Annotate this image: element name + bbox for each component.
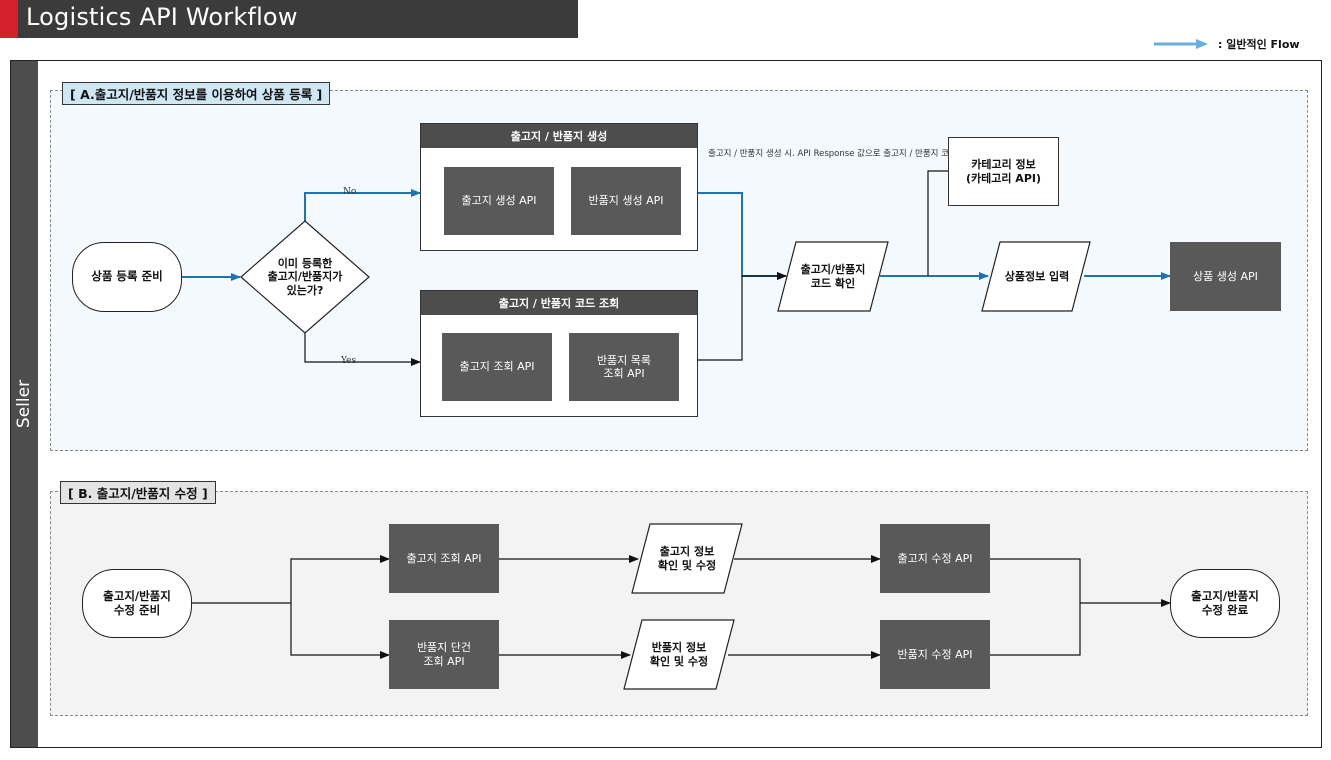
lookup-return-api-box: 반품지 목록 조회 API bbox=[569, 333, 679, 401]
section-b-label: [ B. 출고지/반품지 수정 ] bbox=[60, 481, 216, 504]
decision-diamond bbox=[240, 220, 370, 334]
page-title: Logistics API Workflow bbox=[26, 3, 298, 31]
edge-no bbox=[304, 189, 421, 221]
lookup-shipping-api-box: 출고지 조회 API bbox=[442, 333, 552, 401]
b-top-check-label: 출고지 정보 확인 및 수정 bbox=[657, 545, 717, 572]
edge-lookup-check bbox=[698, 276, 743, 361]
edge-no-label: No bbox=[343, 187, 357, 197]
b-end-terminal: 출고지/반품지 수정 완료 bbox=[1170, 569, 1280, 638]
legend-label: : 일반적인 Flow bbox=[1218, 38, 1300, 51]
b-lookup-return-api-box: 반품지 단건 조회 API bbox=[389, 620, 499, 689]
create-shipping-api-box: 출고지 생성 API bbox=[444, 167, 554, 235]
lookup-group-title: 출고지 / 반품지 코드 조회 bbox=[421, 291, 697, 315]
edge-create-check bbox=[698, 192, 787, 280]
swimlane-header bbox=[11, 61, 38, 747]
b-lookup-shipping-api-box: 출고지 조회 API bbox=[389, 524, 499, 593]
title-bar bbox=[0, 0, 578, 38]
edge-yes-label: Yes bbox=[341, 356, 357, 366]
create-return-api-box: 반품지 생성 API bbox=[571, 167, 681, 235]
create-product-api-box: 상품 생성 API bbox=[1170, 242, 1281, 311]
edge-yes bbox=[304, 333, 421, 366]
check-code-label: 출고지/반품지 코드 확인 bbox=[800, 263, 866, 290]
b-start-terminal: 출고지/반품지 수정 준비 bbox=[82, 569, 192, 638]
edge-category bbox=[927, 170, 948, 276]
check-code-shape bbox=[777, 241, 889, 312]
product-input-label: 상품정보 입력 bbox=[1004, 269, 1070, 283]
section-a-label: [ A.출고지/반품지 정보를 이용하여 상품 등록 ] bbox=[62, 82, 331, 105]
edge-b-top bbox=[290, 555, 390, 603]
legend-arrow-icon bbox=[1154, 39, 1208, 49]
b-update-return-api-box: 반품지 수정 API bbox=[880, 620, 990, 689]
swimlane-frame bbox=[10, 60, 1322, 748]
api-response-note: 출고지 / 반품지 생성 시. API Response 값으로 출고지 / 반… bbox=[708, 149, 976, 159]
edge-b-bottom bbox=[290, 603, 390, 659]
create-group-title: 출고지 / 반품지 생성 bbox=[421, 124, 697, 148]
top-check-shape bbox=[631, 523, 743, 594]
product-input-shape bbox=[981, 241, 1091, 312]
edge-b-top-end bbox=[990, 558, 1081, 603]
bottom-check-shape bbox=[623, 619, 735, 690]
b-update-shipping-api-box: 출고지 수정 API bbox=[880, 524, 990, 593]
title-accent bbox=[0, 0, 18, 38]
decision-label: 이미 등록한 출고지/반품지가 있는가? bbox=[267, 257, 343, 297]
start-terminal: 상품 등록 준비 bbox=[72, 242, 182, 312]
category-info-box: 카테고리 정보 (카테고리 API) bbox=[948, 137, 1059, 206]
b-bottom-check-label: 반품지 정보 확인 및 수정 bbox=[649, 641, 709, 668]
edge-b-bottom-end bbox=[990, 603, 1081, 656]
